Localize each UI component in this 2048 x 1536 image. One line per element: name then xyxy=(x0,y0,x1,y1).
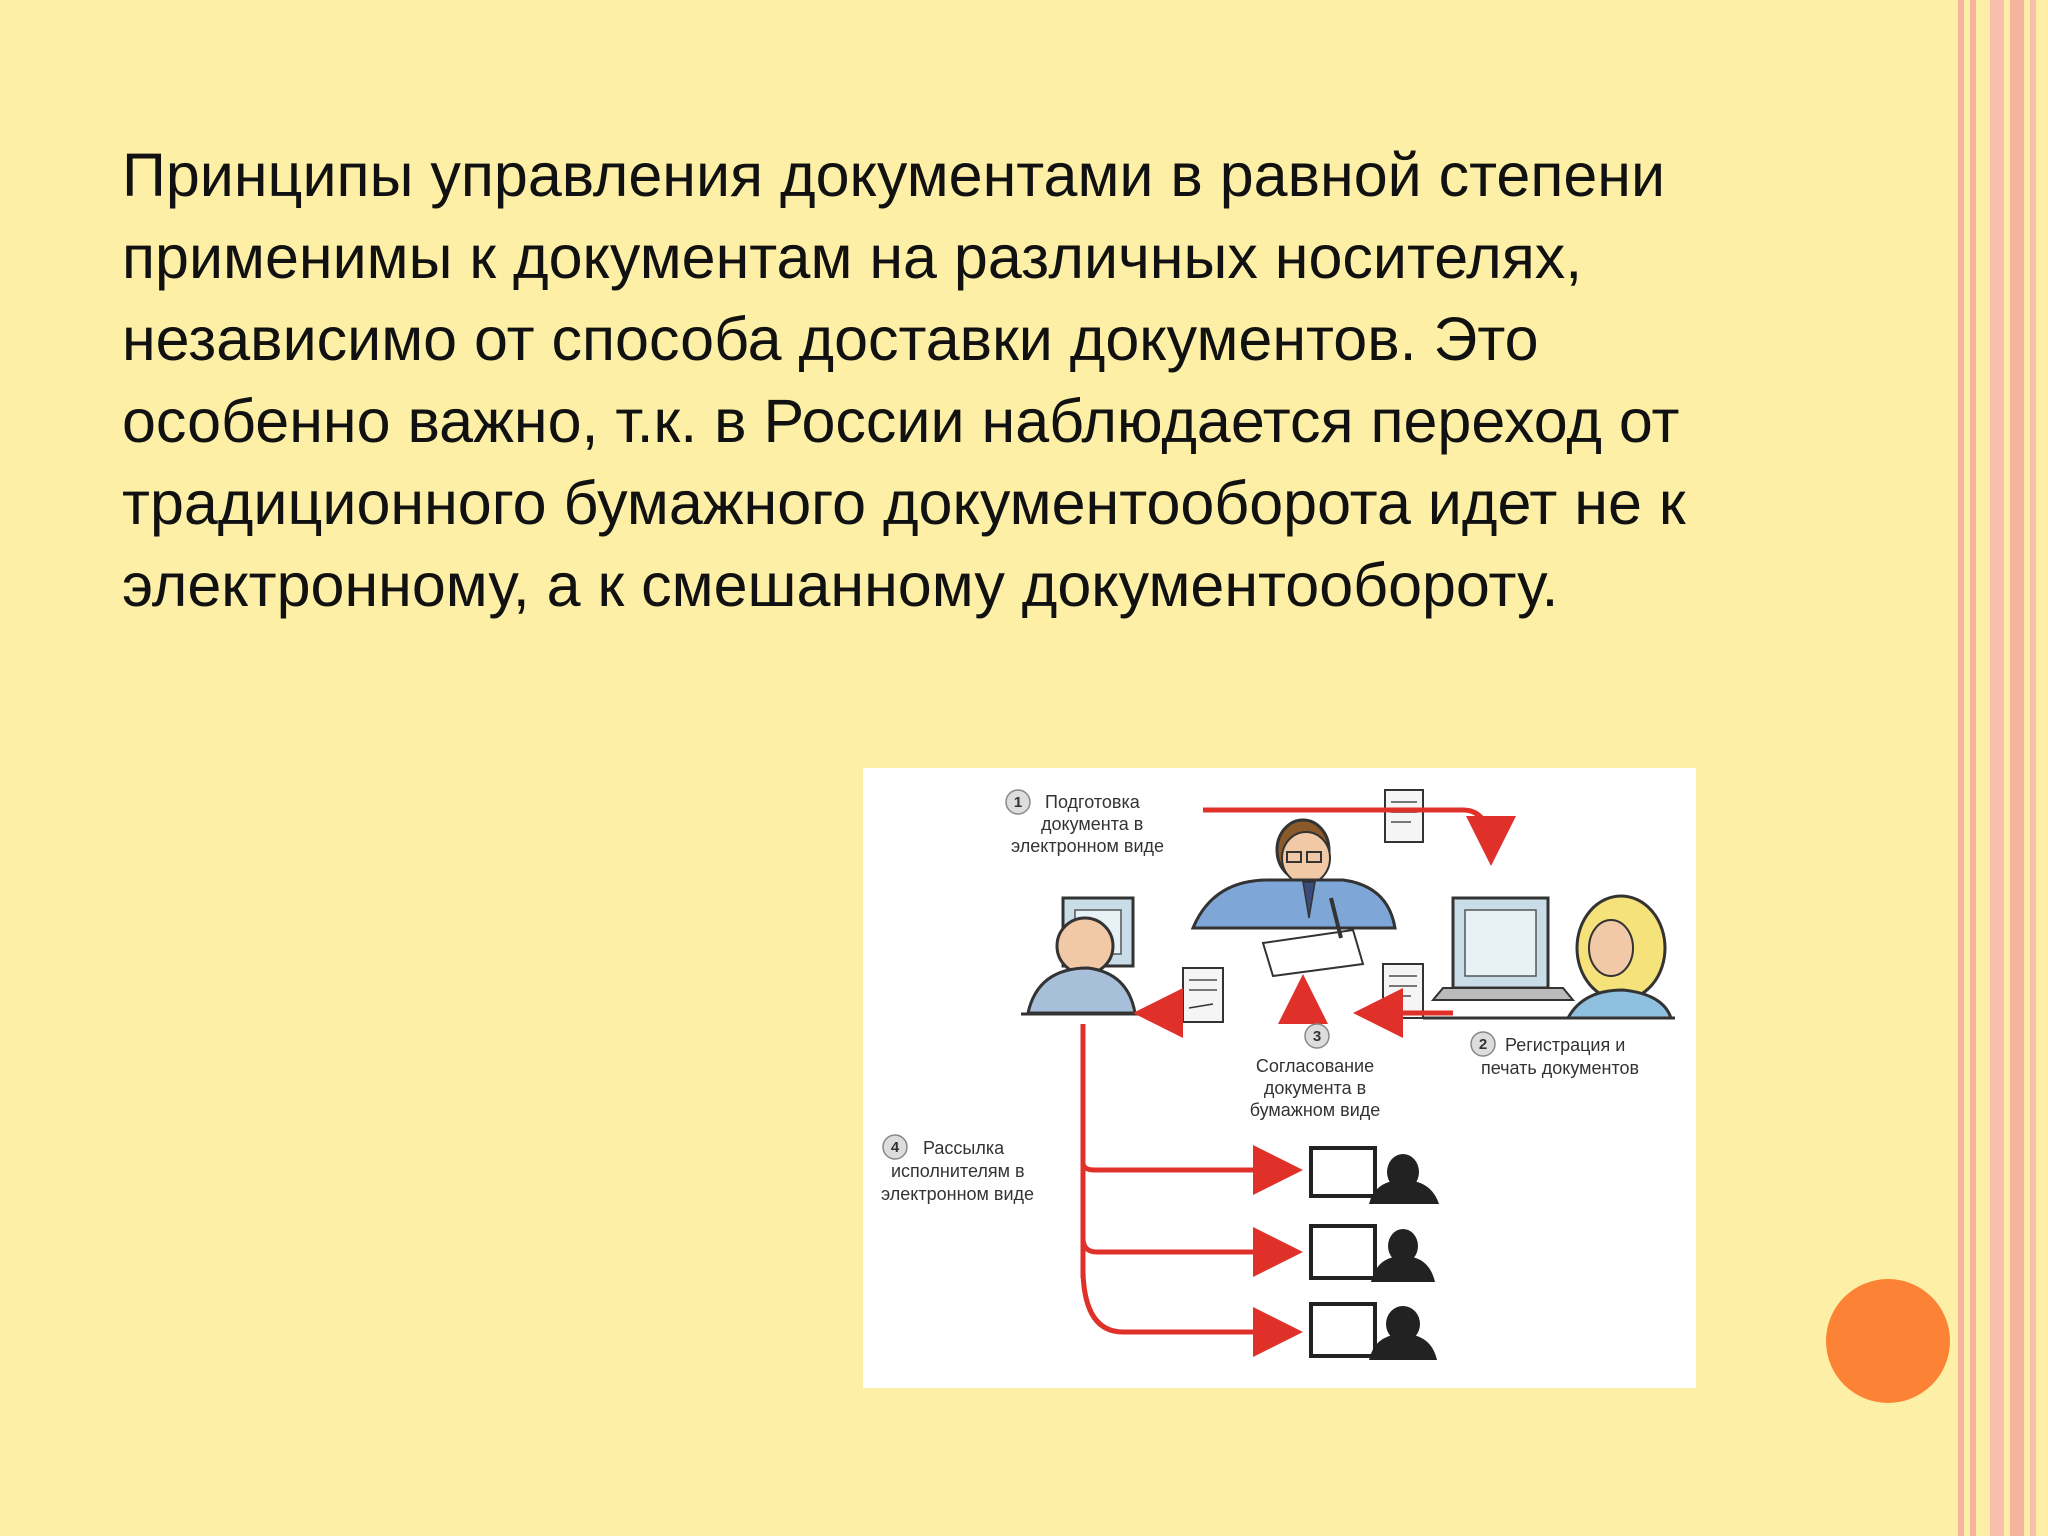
registrar-workstation-icon xyxy=(1423,894,1675,1020)
arrow-to-registration xyxy=(1203,807,1516,866)
right-stripe-1 xyxy=(1958,0,1964,1536)
diagram-canvas: 1 Подготовка документа в электронном вид… xyxy=(881,789,1675,1360)
svg-text:Согласование: Согласование xyxy=(1256,1056,1374,1076)
executor-workstation-icon-3 xyxy=(1309,1302,1437,1360)
step-3-label: 3 Согласование документа в бумажном виде xyxy=(1250,1023,1381,1120)
step-2-label: 2 Регистрация и печать документов xyxy=(1470,1031,1639,1078)
arrow-to-executor-2 xyxy=(1080,1227,1303,1277)
svg-text:печать документов: печать документов xyxy=(1481,1058,1639,1078)
decorative-orange-circle xyxy=(1826,1279,1950,1403)
svg-text:Рассылка: Рассылка xyxy=(923,1138,1005,1158)
svg-text:исполнителям в: исполнителям в xyxy=(891,1161,1025,1181)
svg-text:бумажном виде: бумажном виде xyxy=(1250,1100,1381,1120)
arrow-to-executor-3 xyxy=(1080,1272,1303,1357)
document-icon-top xyxy=(1384,789,1424,843)
svg-text:Регистрация и: Регистрация и xyxy=(1505,1035,1625,1055)
svg-text:3: 3 xyxy=(1313,1028,1321,1045)
svg-text:4: 4 xyxy=(891,1139,900,1156)
right-stripe-2 xyxy=(1970,0,1976,1536)
svg-text:электронном виде: электронном виде xyxy=(1011,836,1164,856)
svg-text:документа в: документа в xyxy=(1041,814,1143,834)
document-flow-diagram: 1 Подготовка документа в электронном вид… xyxy=(863,768,1696,1388)
right-stripe-4 xyxy=(2010,0,2024,1536)
step-4-label: 4 Рассылка исполнителям в электронном ви… xyxy=(881,1134,1034,1204)
svg-text:1: 1 xyxy=(1014,794,1022,811)
slide-body-text: Принципы управления документами в равной… xyxy=(122,141,1686,619)
svg-text:Подготовка: Подготовка xyxy=(1045,792,1141,812)
document-icon-right xyxy=(1382,963,1424,1019)
step-1-label: 1 Подготовка документа в электронном вид… xyxy=(1005,789,1164,856)
svg-text:2: 2 xyxy=(1479,1036,1487,1053)
document-icon-left xyxy=(1182,967,1224,1023)
executor-workstation-icon-2 xyxy=(1309,1224,1435,1282)
approver-desk-icon xyxy=(1190,818,1397,978)
right-stripe-5 xyxy=(2030,0,2036,1536)
svg-text:документа в: документа в xyxy=(1264,1078,1366,1098)
svg-text:электронном виде: электронном виде xyxy=(881,1184,1034,1204)
executor-workstation-icon-1 xyxy=(1309,1146,1439,1204)
arrow-to-executor-1 xyxy=(1080,1145,1303,1195)
preparer-workstation-icon xyxy=(1021,896,1151,1016)
right-stripe-3 xyxy=(1990,0,2004,1536)
